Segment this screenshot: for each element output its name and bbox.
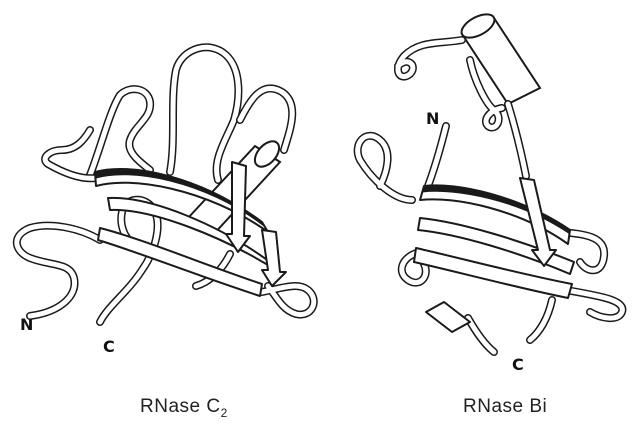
c2-n-terminus-label: N [20, 315, 33, 334]
c2-c-terminus-label: C [103, 337, 115, 356]
caption-c2-main: RNase C [140, 396, 221, 417]
rnase-bi-structure: N C [358, 10, 623, 374]
caption-c2-subscript: 2 [221, 406, 228, 420]
rnase-c2-structure: N C [17, 47, 314, 356]
caption-bi-main: RNase Bi [463, 396, 547, 417]
caption-rnase-bi: RNase Bi [463, 396, 547, 418]
bi-c-terminus-label: C [512, 355, 524, 374]
bi-n-terminus-label: N [426, 109, 439, 128]
caption-rnase-c2: RNase C2 [140, 396, 228, 420]
